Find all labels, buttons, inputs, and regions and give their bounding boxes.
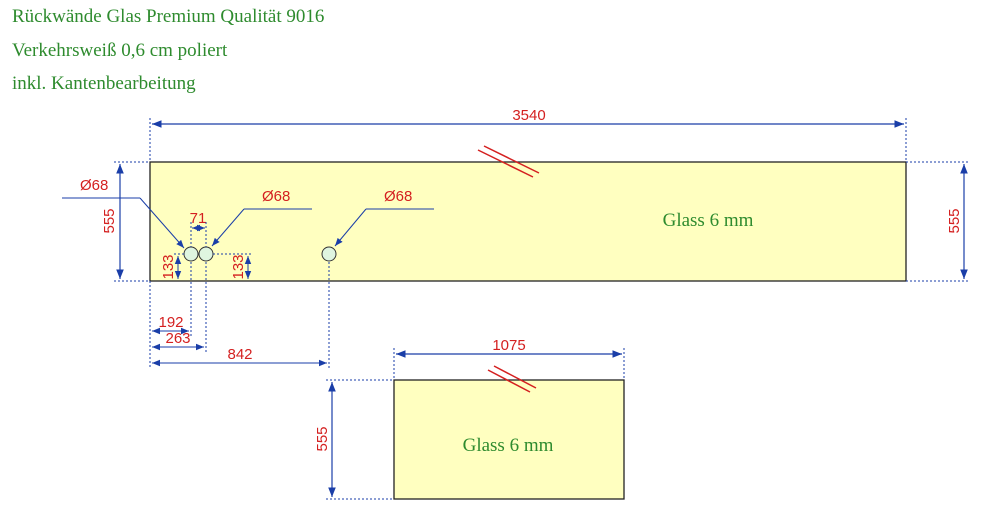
- dim-main-width: [149, 118, 907, 160]
- dim-small-width: [393, 348, 625, 378]
- hole-2: [198, 246, 214, 262]
- hole-3-leader: [334, 208, 434, 247]
- main-height-right-value: 555: [946, 208, 963, 233]
- title-line-3: inkl. Kantenbearbeitung: [12, 73, 196, 94]
- main-glass-panel: [149, 161, 907, 282]
- main-panel-label: Glass 6 mm: [663, 210, 754, 231]
- title-line-2: Verkehrsweiß 0,6 cm poliert: [12, 40, 228, 61]
- hole-3-diameter: Ø68: [384, 188, 412, 205]
- small-panel-label: Glass 6 mm: [463, 435, 554, 456]
- hole-spacing-value: 71: [190, 210, 207, 227]
- hole-2-diameter: Ø68: [262, 188, 290, 205]
- hole-height-right-value: 133: [230, 254, 247, 279]
- small-width-value: 1075: [492, 337, 525, 354]
- offset-842-value: 842: [227, 346, 252, 363]
- offset-263-value: 263: [165, 330, 190, 347]
- hole-3: [321, 246, 337, 262]
- dim-main-height-right: [906, 161, 970, 282]
- dim-small-height: [326, 379, 394, 500]
- dim-main-height-left: [114, 161, 150, 282]
- main-height-left-value: 555: [101, 208, 118, 233]
- small-height-value: 555: [314, 426, 331, 451]
- title-line-1: Rückwände Glas Premium Qualität 9016: [12, 6, 325, 27]
- small-glass-panel: [393, 379, 625, 500]
- offset-192-value: 192: [158, 314, 183, 331]
- hole-2-leader: [211, 208, 312, 247]
- main-width-value: 3540: [512, 107, 545, 124]
- small-panel-break-mark: [487, 365, 537, 393]
- dim-hole-spacing: [190, 222, 207, 247]
- dim-offsets: [149, 262, 330, 368]
- hole-1-diameter: Ø68: [80, 177, 108, 194]
- hole-1-leader: [62, 197, 185, 249]
- dim-hole-height-left: [174, 253, 184, 279]
- hole-1: [183, 246, 199, 262]
- main-panel-break-mark: [477, 145, 540, 178]
- hole-height-left-value: 133: [160, 254, 177, 279]
- dim-hole-height-right: [213, 253, 252, 279]
